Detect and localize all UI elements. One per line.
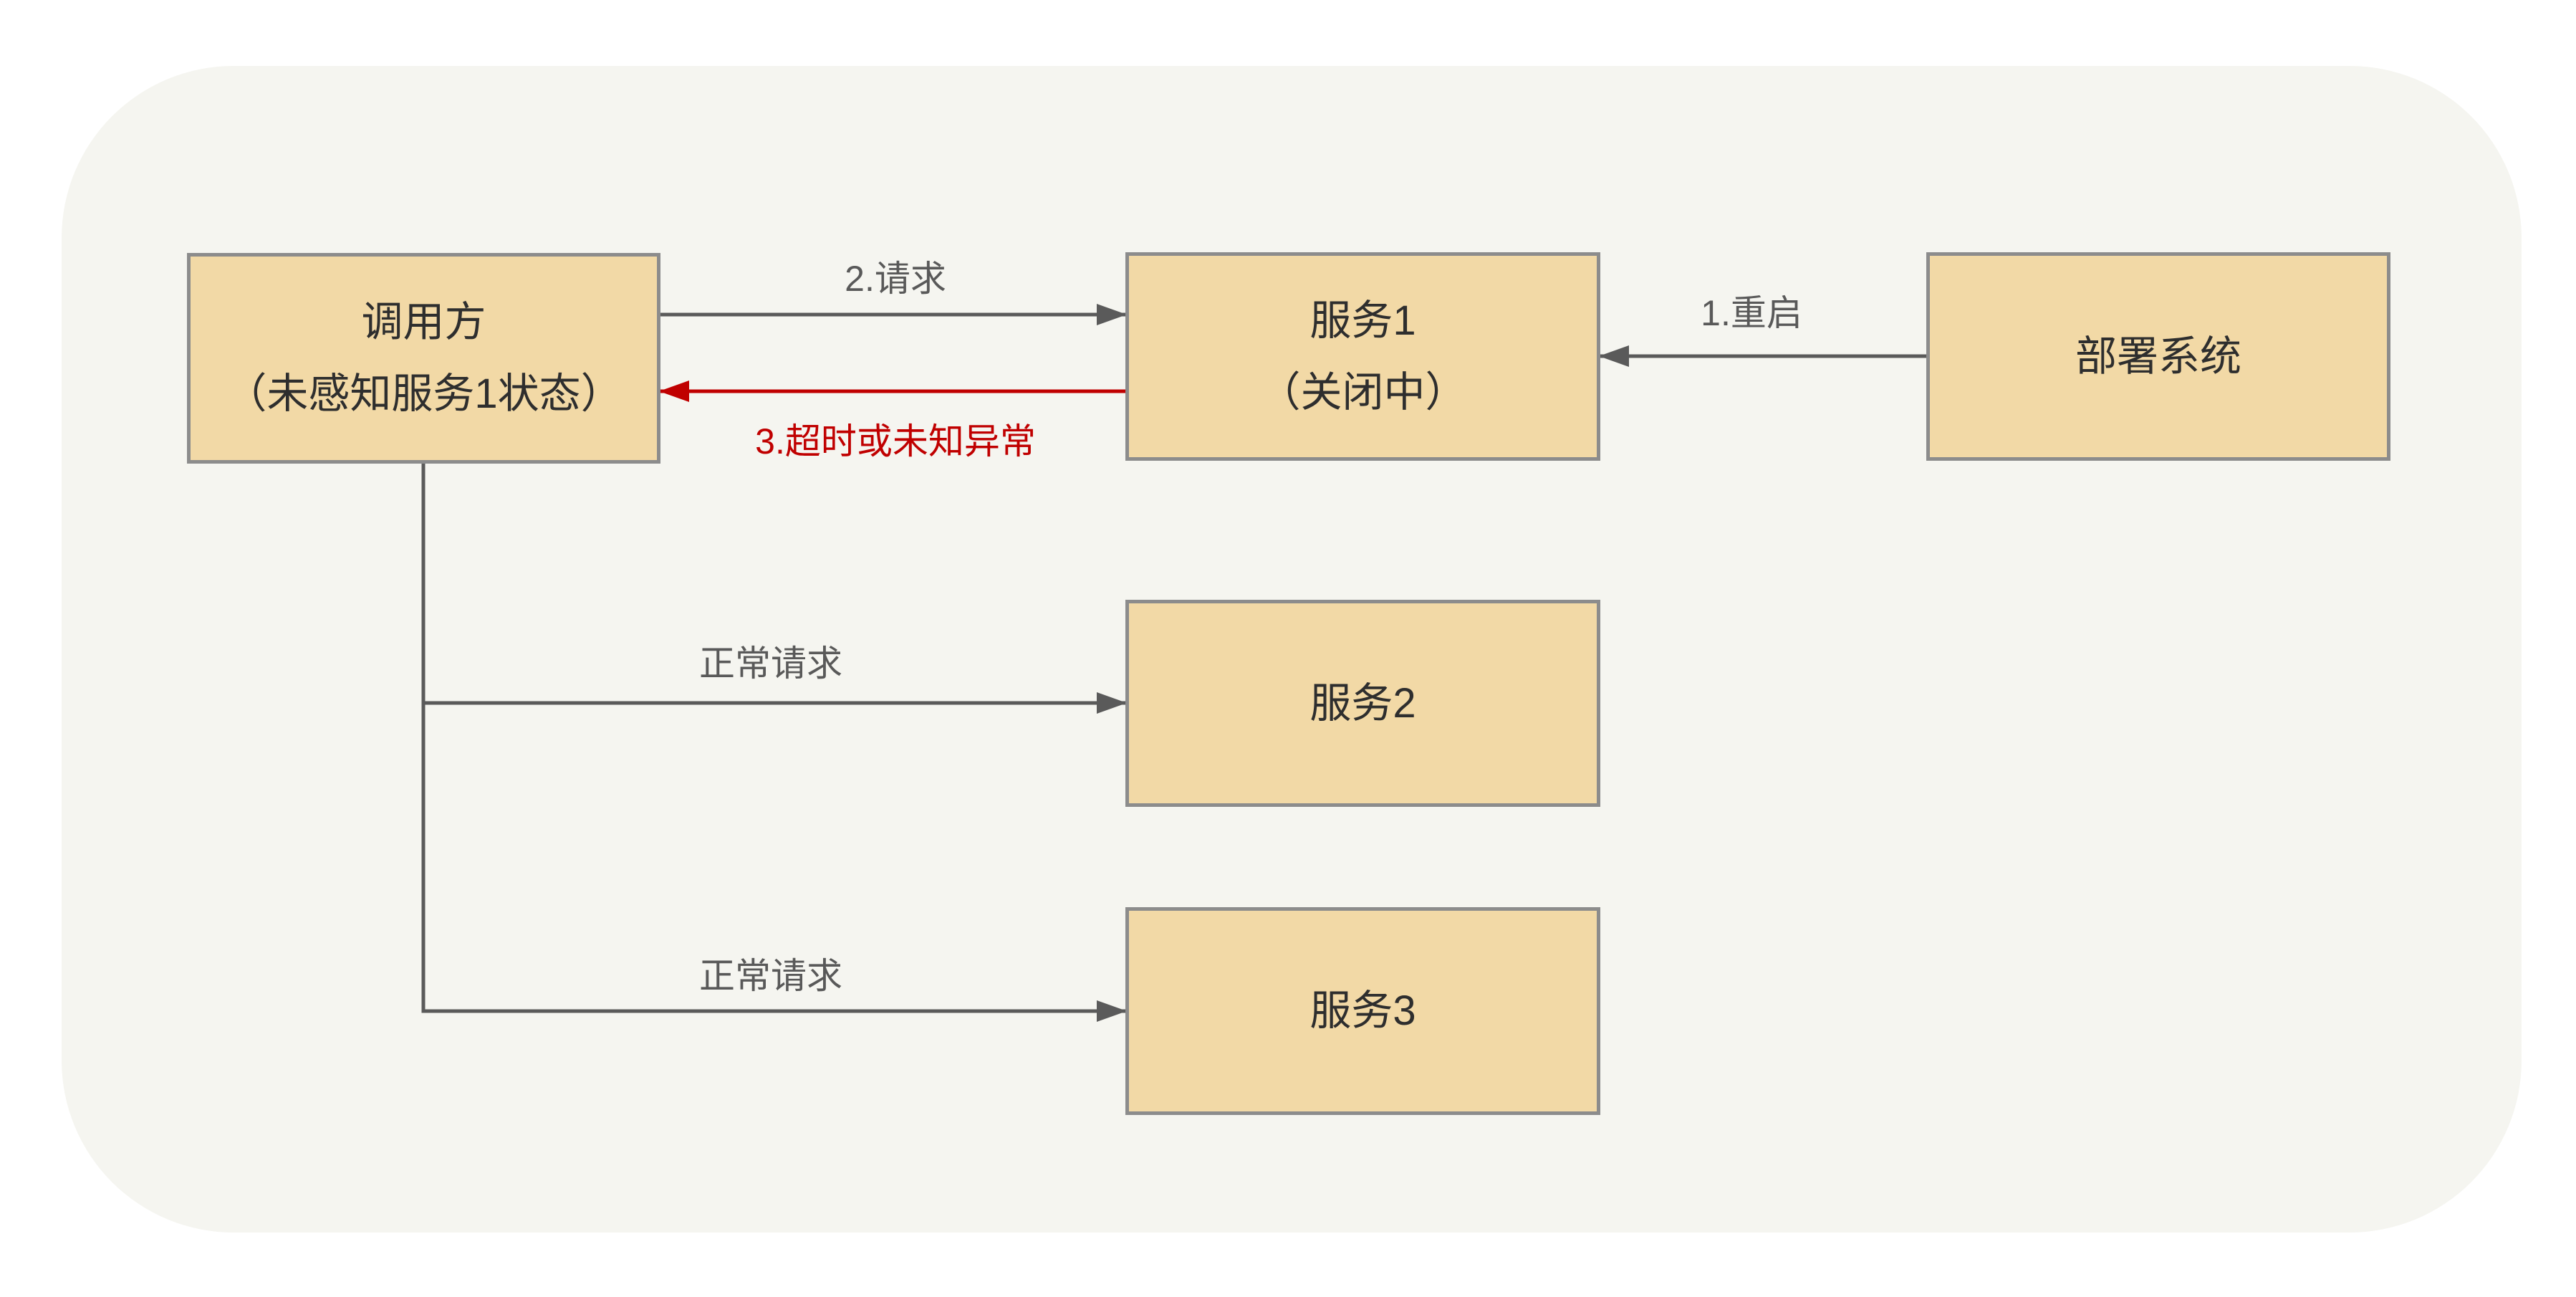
node-caller: 调用方 （未感知服务1状态） xyxy=(187,253,660,464)
node-service3-title: 服务3 xyxy=(1309,987,1416,1034)
node-service1-title: 服务1 xyxy=(1309,297,1416,344)
node-service1-subtitle: （关闭中） xyxy=(1259,368,1467,416)
node-service3: 服务3 xyxy=(1125,907,1600,1115)
edge-label-request: 2.请求 xyxy=(845,259,946,299)
node-service1: 服务1 （关闭中） xyxy=(1125,252,1600,461)
edge-label-normal-request-2: 正常请求 xyxy=(699,956,842,996)
node-caller-subtitle: （未感知服务1状态） xyxy=(225,370,623,417)
node-deploy-title: 部署系统 xyxy=(2075,332,2241,380)
edge-label-normal-request-1: 正常请求 xyxy=(699,643,842,684)
node-service2: 服务2 xyxy=(1125,600,1600,807)
node-caller-title: 调用方 xyxy=(361,299,486,345)
edge-label-timeout: 3.超时或未知异常 xyxy=(755,421,1036,461)
node-deploy-system: 部署系统 xyxy=(1926,252,2390,461)
edge-label-restart: 1.重启 xyxy=(1701,293,1802,333)
node-service2-title: 服务2 xyxy=(1309,679,1416,727)
